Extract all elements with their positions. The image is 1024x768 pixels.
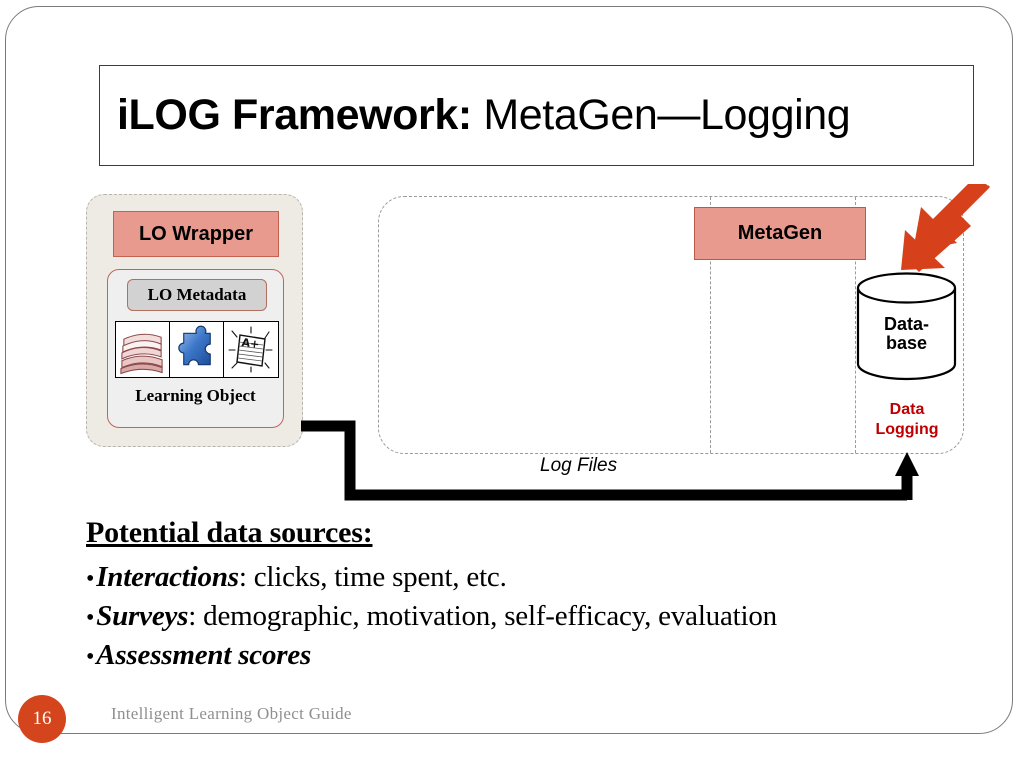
page-number: 16	[32, 708, 52, 729]
page-title-light: MetaGen—Logging	[471, 90, 851, 139]
lo-content-icon-strip: A+	[115, 321, 279, 378]
content-heading: Potential data sources:	[86, 516, 373, 549]
list-item-rest: : demographic, motivation, self-efficacy…	[188, 600, 777, 632]
metagen-box[interactable]: MetaGen	[694, 207, 866, 260]
region-divider-left	[710, 197, 711, 453]
list-item-lead: Surveys	[96, 600, 189, 632]
database-shape	[856, 272, 957, 381]
log-files-label: Log Files	[540, 455, 618, 476]
bullet-glyph: •	[86, 605, 95, 631]
puzzle-piece-icon	[169, 322, 224, 377]
lo-metadata-label: LO Metadata	[147, 285, 247, 304]
list-item: • Surveys : demographic, motivation, sel…	[86, 600, 966, 633]
slide-title-box: iLOG Framework: MetaGen—Logging	[99, 65, 974, 166]
bullet-glyph: •	[86, 566, 95, 592]
lo-wrapper-header[interactable]: LO Wrapper	[113, 211, 279, 257]
svg-text:A+: A+	[241, 336, 260, 351]
data-logging-line2: Logging	[875, 421, 939, 438]
ingest-arrow-icon	[899, 175, 991, 274]
metagen-label: MetaGen	[737, 222, 823, 244]
graded-paper-icon: A+	[223, 322, 278, 377]
list-item-rest: : clicks, time spent, etc.	[238, 561, 507, 593]
page-title: iLOG Framework: MetaGen—Logging	[100, 90, 851, 139]
page-title-strong: iLOG Framework:	[117, 90, 472, 139]
list-item-lead: Interactions	[96, 561, 239, 593]
log-files-connector	[295, 410, 925, 505]
books-icon	[116, 322, 170, 377]
list-item-lead: Assessment scores	[96, 639, 312, 671]
learning-object-box[interactable]: LO Metadata	[107, 269, 284, 428]
bullet-glyph: •	[86, 644, 95, 670]
list-item: • Assessment scores	[86, 639, 966, 672]
database-cylinder[interactable]: Data- base	[855, 271, 958, 381]
lo-metadata-box[interactable]: LO Metadata	[127, 279, 267, 311]
list-item: • Interactions : clicks, time spent, etc…	[86, 561, 966, 594]
lo-wrapper-label: LO Wrapper	[138, 222, 254, 245]
learning-object-label: Learning Object	[135, 386, 256, 405]
region-divider-right	[855, 197, 856, 453]
data-logging-line1: Data	[889, 401, 925, 418]
deck-title-footer: Intelligent Learning Object Guide	[111, 704, 352, 723]
potential-data-sources-block: Potential data sources: • Interactions :…	[86, 516, 966, 672]
data-logging-caption: Data Logging	[850, 400, 964, 440]
lo-wrapper-panel[interactable]: LO Wrapper LO Metadata	[86, 194, 303, 447]
metagen-region-box	[378, 196, 964, 454]
page-number-badge: 16	[18, 695, 66, 743]
